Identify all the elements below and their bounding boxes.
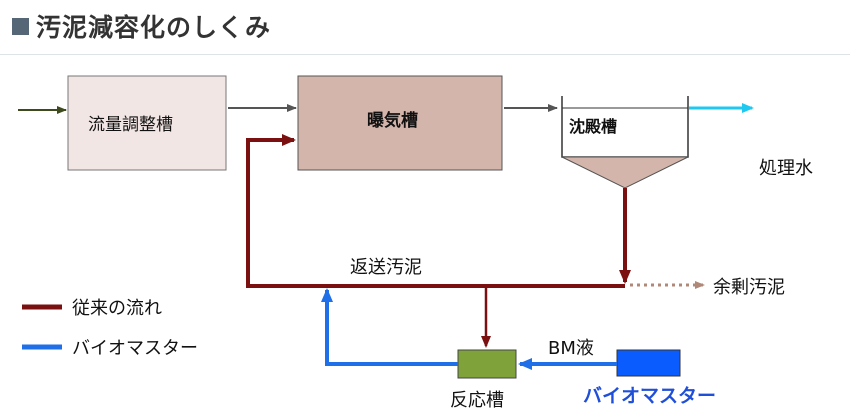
title-divider — [0, 54, 850, 55]
aeration-tank-box — [297, 75, 503, 171]
biomaster-box — [616, 349, 681, 377]
flow-tank-label: 流量調整槽 — [88, 115, 173, 135]
legend-label-conventional: 従来の流れ — [72, 298, 162, 319]
aeration-tank-label: 曝気槽 — [367, 111, 418, 131]
settling-tank-hopper — [561, 156, 689, 189]
biomaster-label: バイオマスター — [583, 385, 717, 407]
settling-tank-label: 沈殿槽 — [569, 117, 618, 136]
flow-tank-box — [67, 75, 227, 171]
title-bar: 汚泥減容化のしくみ — [12, 8, 271, 44]
reaction-tank-label: 反応槽 — [450, 390, 504, 411]
return-sludge-line — [246, 134, 625, 288]
bm-liquid-label: BM液 — [548, 338, 594, 359]
treated-water-label: 処理水 — [759, 158, 813, 179]
biomaster-return-line — [321, 288, 458, 366]
excess-sludge-label: 余剰汚泥 — [713, 277, 785, 298]
title-square-icon — [12, 17, 29, 35]
page-title: 汚泥減容化のしくみ — [36, 13, 272, 42]
return-sludge-label: 返送汚泥 — [350, 257, 422, 278]
legend-label-biomaster: バイオマスター — [72, 338, 198, 359]
reaction-tank-box — [457, 349, 517, 379]
